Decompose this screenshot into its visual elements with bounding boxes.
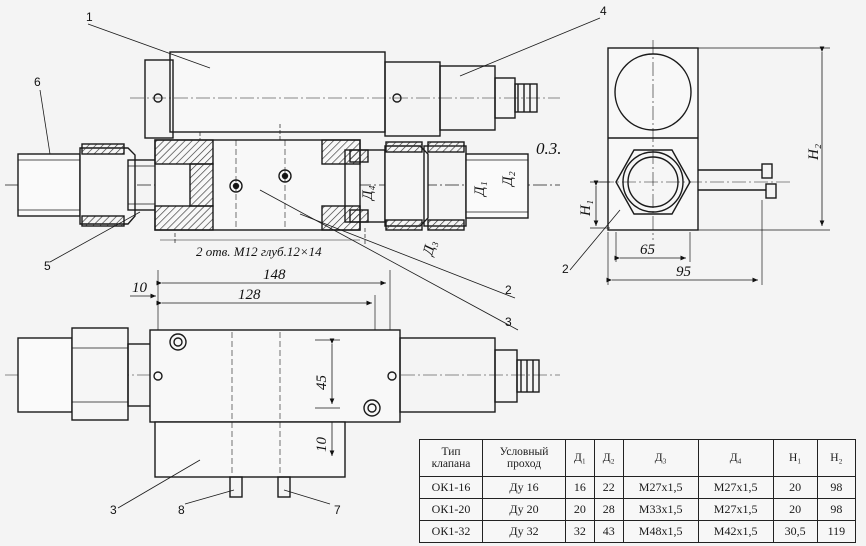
callout-6: 6 [34,75,41,89]
table-cell: M48x1,5 [622,520,699,543]
specification-table: Тип клапана Условный проход Д₁ Д₂ Д₃ Д₄ … [419,439,857,543]
table-cell: M27x1,5 [697,498,774,521]
table-cell: Ду 16 [482,476,566,499]
th-d3: Д₃ [622,439,699,477]
section-view [5,51,560,246]
table-row: ОК1-16 Ду 16 16 22 M27x1,5 M27x1,5 20 98 [419,476,857,499]
table-row: ОК1-20 Ду 20 20 28 M33x1,5 M27x1,5 20 98 [419,498,857,521]
th-d1: Д₁ [565,439,595,477]
table-cell: 119 [816,520,857,543]
table-cell: 16 [565,476,595,499]
table-cell: ОК1-16 [419,476,483,499]
table-cell: 28 [593,498,624,521]
plan-view [5,270,560,498]
table-cell: 20 [565,498,595,521]
dim-h2: H₂ [806,144,822,161]
leader-lines [39,17,621,509]
th-d4: Д₄ [697,439,774,477]
table-cell: 30,5 [772,520,818,543]
dim-d3: Д₃ [420,239,440,259]
table-cell: 22 [593,476,624,499]
table-header-row: Тип клапана Условный проход Д₁ Д₂ Д₃ Д₄ … [419,439,857,477]
table-cell: M42x1,5 [697,520,774,543]
callout-2-end: 2 [562,262,569,276]
table-cell: ОК1-32 [419,520,483,543]
callout-7: 7 [334,503,341,517]
holes-note: 2 отв. M12 глуб.12×14 [196,244,322,259]
dim-d1: Д₁ [472,181,488,198]
table-cell: 20 [772,476,818,499]
dim-d2: Д₂ [500,171,516,188]
dim-128: 128 [238,287,261,303]
th-type: Тип клапана [419,439,483,477]
th-h2: H₂ [816,439,857,477]
table-cell: 20 [772,498,818,521]
th-h1: H₁ [772,439,818,477]
table-cell: 32 [565,520,595,543]
dim-10-top: 10 [132,280,148,296]
dim-148: 148 [263,267,286,283]
dim-10-side: 10 [314,437,330,453]
section-note: 0.3. [536,139,562,158]
table-cell: 43 [593,520,624,543]
end-view [590,40,830,285]
table-cell: Ду 20 [482,498,566,521]
table-cell: 98 [816,498,857,521]
callout-3-plan: 3 [110,503,117,517]
table-cell: M27x1,5 [622,476,699,499]
table-row: ОК1-32 Ду 32 32 43 M48x1,5 M42x1,5 30,5 … [419,520,857,543]
th-passage: Условный проход [482,439,566,477]
table-cell: 98 [816,476,857,499]
table-cell: M33x1,5 [622,498,699,521]
callout-2-section: 2 [505,283,512,297]
callout-5: 5 [44,259,51,273]
callout-4: 4 [600,4,607,18]
callout-1: 1 [86,10,93,24]
callout-8: 8 [178,503,185,517]
callout-3-section: 3 [505,315,512,329]
th-d2: Д₂ [593,439,624,477]
dim-d4: Д₄ [360,185,376,202]
table-cell: Ду 32 [482,520,566,543]
dim-65: 65 [640,242,656,258]
dim-95: 95 [676,264,692,280]
dim-45: 45 [314,375,330,391]
table-cell: M27x1,5 [697,476,774,499]
dim-h1: H₁ [578,200,594,217]
table-cell: ОК1-20 [419,498,483,521]
